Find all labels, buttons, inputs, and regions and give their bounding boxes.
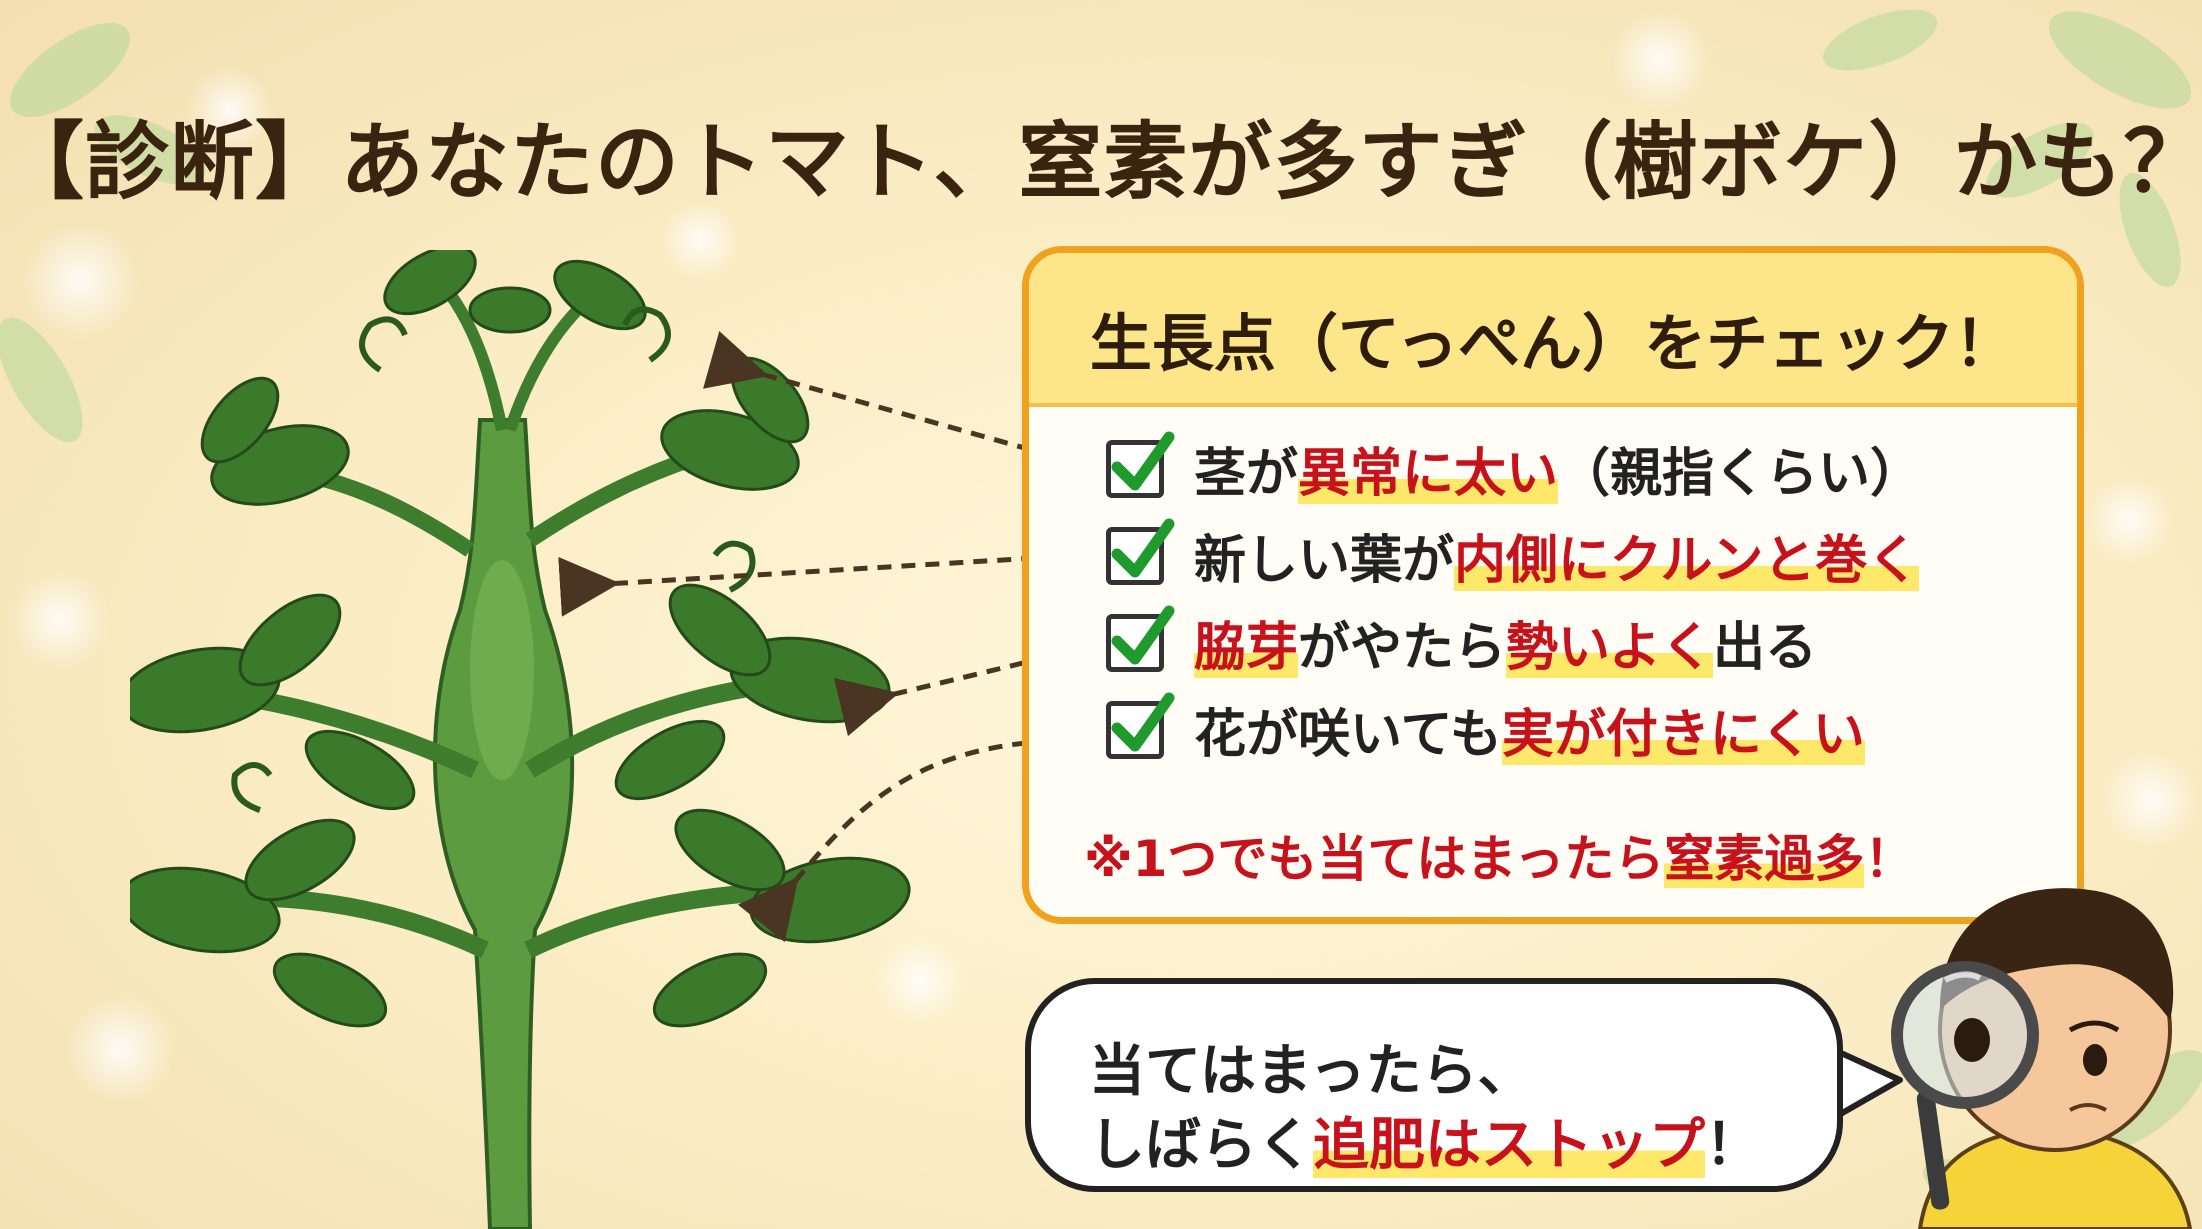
checklist-item: 花が咲いても実が付きにくい [1106, 686, 1922, 773]
checklist-item-text: 脇芽がやたら勢いよく出る [1194, 618, 1818, 678]
warning-note: ※1つでも当てはまったら窒素過多！ [1084, 830, 1915, 888]
checkbox-checked-icon [1106, 692, 1175, 759]
checklist-panel: 生長点（てっぺん）をチェック！ 茎が異常に太い（親指くらい） 新しい葉が内側にク… [1022, 246, 2084, 924]
bubble-line-2: しばらく追肥はストップ！ [1089, 1113, 1761, 1178]
checklist-item-text: 花が咲いても実が付きにくい [1194, 705, 1865, 765]
checklist-item-text: 茎が異常に太い（親指くらい） [1194, 444, 1923, 504]
checklist: 茎が異常に太い（親指くらい） 新しい葉が内側にクルンと巻く 脇芽がやたら勢いよく… [1106, 425, 1922, 773]
checklist-item: 茎が異常に太い（親指くらい） [1106, 425, 1922, 512]
speech-bubble: 当てはまったら、 しばらく追肥はストップ！ [1025, 978, 1843, 1192]
panel-header: 生長点（てっぺん）をチェック！ [1029, 253, 2077, 407]
checkbox-checked-icon [1106, 605, 1175, 672]
checklist-item: 脇芽がやたら勢いよく出る [1106, 599, 1922, 686]
page-title: 【診断】あなたのトマト、窒素が多すぎ（樹ボケ）かも？ [0, 113, 2202, 211]
checklist-item-text: 新しい葉が内側にクルンと巻く [1194, 531, 1920, 591]
boy-with-magnifier-illustration [1891, 888, 2193, 1229]
bubble-line-1: 当てはまったら、 [1089, 1039, 1534, 1104]
checklist-item: 新しい葉が内側にクルンと巻く [1106, 512, 1922, 599]
checkbox-checked-icon [1106, 518, 1175, 585]
tomato-plant-illustration [130, 250, 911, 1229]
checkbox-checked-icon [1106, 431, 1175, 498]
panel-title: 生長点（てっぺん）をチェック！ [1089, 307, 2017, 380]
